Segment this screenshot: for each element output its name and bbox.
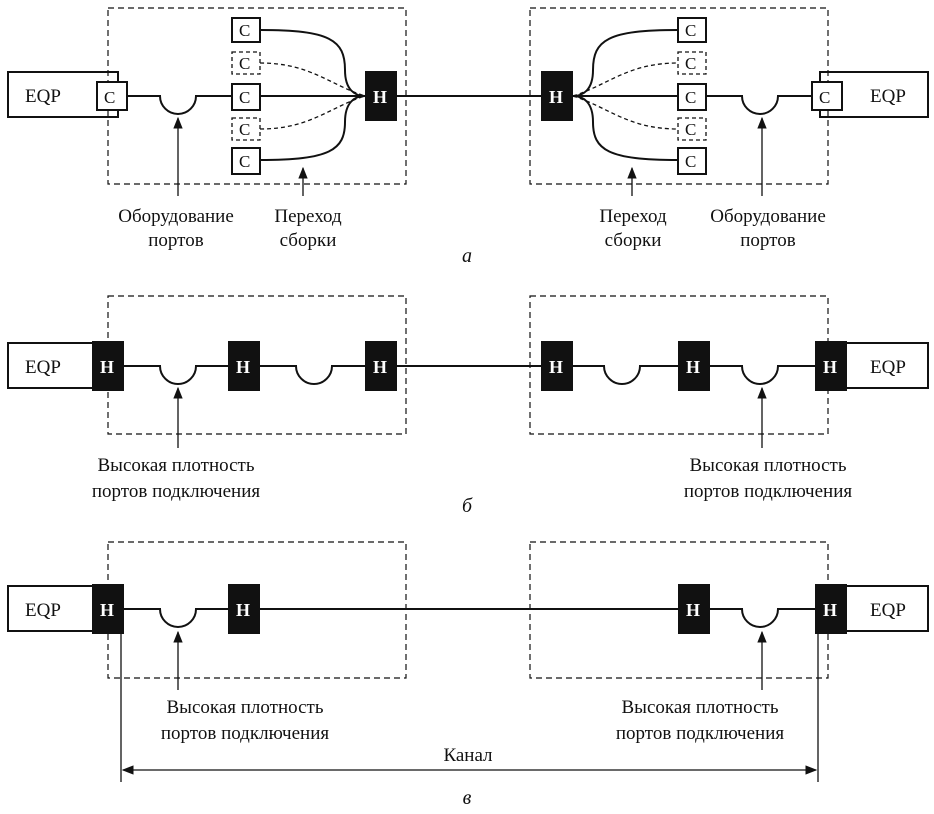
svg-text:H: H <box>549 357 563 377</box>
svg-text:EQP: EQP <box>870 600 906 621</box>
assembly-transition-label-right: Переход <box>599 206 667 227</box>
svg-text:EQP: EQP <box>870 86 906 107</box>
svg-text:портов подключения: портов подключения <box>684 481 852 502</box>
port-loop-left-a <box>127 95 232 115</box>
cross-connect-stack-left-a: C C C C C <box>231 17 261 175</box>
svg-text:H: H <box>100 600 114 620</box>
svg-text:H: H <box>823 600 837 620</box>
port-equipment-label-left: Оборудование <box>118 206 234 227</box>
panel-c: EQP H H H EQP H Высокая плотность портов… <box>7 541 929 809</box>
high-density-label-left-c: Высокая плотность <box>167 697 324 718</box>
svg-text:C: C <box>685 54 696 73</box>
svg-text:C: C <box>239 54 250 73</box>
svg-text:портов: портов <box>148 230 203 251</box>
svg-text:C: C <box>239 21 250 40</box>
svg-text:H: H <box>373 87 387 107</box>
panel-a: EQP C C C C C C H H <box>7 7 929 267</box>
svg-text:C: C <box>685 21 696 40</box>
svg-text:EQP: EQP <box>870 357 906 378</box>
svg-text:C: C <box>239 152 250 171</box>
cross-connect-stack-right-a: C C C C C <box>677 17 707 175</box>
caption-b: б <box>462 495 473 517</box>
high-density-label-right-b: Высокая плотность <box>690 455 847 476</box>
svg-text:портов подключения: портов подключения <box>161 723 329 744</box>
high-density-label-right-c: Высокая плотность <box>622 697 779 718</box>
svg-text:H: H <box>100 357 114 377</box>
caption-c: в <box>463 787 472 809</box>
caption-a: а <box>462 245 472 267</box>
svg-text:H: H <box>686 600 700 620</box>
hub-left-a: H <box>365 71 397 121</box>
svg-text:H: H <box>549 87 563 107</box>
svg-text:H: H <box>686 357 700 377</box>
assembly-transition-label-left: Переход <box>274 206 342 227</box>
high-density-label-left-b: Высокая плотность <box>98 455 255 476</box>
svg-text:C: C <box>685 88 696 107</box>
channel-label: Канал <box>443 745 493 766</box>
svg-text:портов подключения: портов подключения <box>616 723 784 744</box>
cross-connect-right-a: C <box>811 81 843 111</box>
svg-text:C: C <box>239 120 250 139</box>
eqp-label: EQP <box>25 86 61 107</box>
svg-text:сборки: сборки <box>605 230 662 251</box>
panel-b: EQP H H H H H EQP H Высокая плотность по… <box>7 295 929 517</box>
svg-text:C: C <box>685 120 696 139</box>
svg-text:H: H <box>236 357 250 377</box>
port-loop-right-a <box>706 95 812 115</box>
svg-text:портов подключения: портов подключения <box>92 481 260 502</box>
svg-text:EQP: EQP <box>25 600 61 621</box>
svg-text:H: H <box>823 357 837 377</box>
svg-text:C: C <box>819 88 830 107</box>
svg-text:H: H <box>373 357 387 377</box>
svg-text:H: H <box>236 600 250 620</box>
svg-text:EQP: EQP <box>25 357 61 378</box>
svg-text:C: C <box>239 88 250 107</box>
hub-right-a: H <box>541 71 573 121</box>
svg-text:C: C <box>104 88 115 107</box>
svg-text:сборки: сборки <box>280 230 337 251</box>
svg-text:C: C <box>685 152 696 171</box>
port-equipment-label-right: Оборудование <box>710 206 826 227</box>
svg-text:портов: портов <box>740 230 795 251</box>
cross-connect-left-a: C <box>96 81 128 111</box>
